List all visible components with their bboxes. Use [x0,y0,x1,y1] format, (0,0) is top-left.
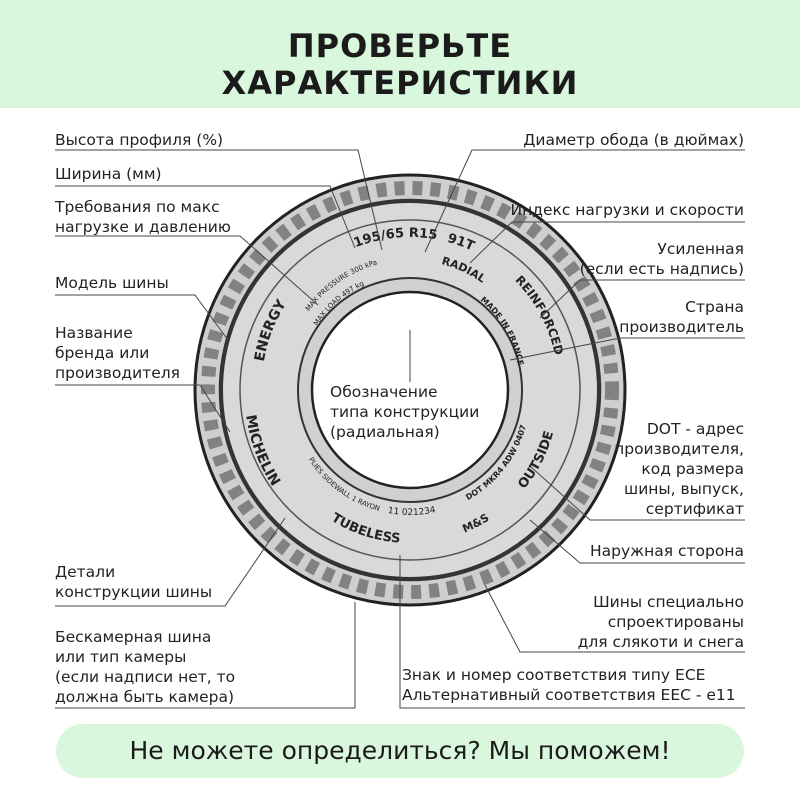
label-dot-line-1: DOT - адрес [646,420,744,438]
label-country-line-1: Страна [685,298,744,316]
label-tubeless-line-2: или тип камеры [55,648,187,666]
label-mud-snow-line-3: для слякоти и снега [577,633,744,651]
label-tubeless-line-1: Бескамерная шина [55,628,212,646]
label-max-load-line-2: нагрузке и давлению [55,218,231,236]
callout-line-width [55,185,356,249]
label-reinforced-line-2: (если есть надпись) [579,260,744,278]
label-rim-diameter: Диаметр обода (в дюймах) [523,131,744,149]
label-brand-line-1: Название [55,324,133,342]
page-title: ПРОВЕРЬТЕ ХАРАКТЕРИСТИКИ [0,28,800,102]
label-ece: Знак и номер соответствия типу ECE Альте… [402,665,736,705]
tire-marking-ece: 11 021234 [387,505,437,518]
tire-sidewall-ring [239,219,581,561]
label-construction-type-line-2: типа конструкции [330,403,480,421]
label-tubeless-line-3: (если надписи нет, то [55,668,236,686]
label-brand-line-3: производителя [55,364,180,382]
label-reinforced: Усиленная (если есть надпись) [580,239,744,279]
label-mud-snow-line-2: спроектированы [607,613,744,631]
callout-line-construction [55,517,286,607]
label-dot-line-5: сертификат [645,500,744,518]
callout-line-profile [55,149,383,251]
label-tubeless: Бескамерная шина или тип камеры (если на… [55,627,235,707]
label-brand: Название бренда или производителя [55,323,180,383]
label-profile-height: Высота профиля (%) [55,131,224,149]
label-construction-type-line-1: Обозначение [330,383,438,401]
label-ece-line-1: Знак и номер соответствия типу ECE [402,666,706,684]
callout-line-ece [399,555,745,709]
callout-lines-right [399,149,745,709]
label-dot-line-3: код размера [641,460,744,478]
label-width: Ширина (мм) [55,165,162,183]
label-mud-snow: Шины специально спроектированы для сляко… [578,592,744,652]
label-ece-line-2: Альтернативный соответствия EEC - e11 [402,686,736,704]
label-dot-line-2: производителя, [614,440,744,458]
label-dot: DOT - адрес производителя, код размера ш… [614,419,744,519]
tire-tread-pattern [201,181,619,599]
label-country: Страна производитель [619,297,744,337]
label-outside: Наружная сторона [589,542,744,560]
callout-line-model [55,294,229,341]
callout-line-ms [484,584,745,653]
label-dot-line-4: шины, выпуск, [624,480,744,498]
label-brand-line-2: бренда или [55,344,150,362]
label-mud-snow-line-1: Шины специально [593,593,744,611]
header-band [0,0,800,108]
tire-tread-inner-line [218,198,602,582]
label-max-load-line-1: Требования по макс [55,198,220,216]
callout-line-outside [529,519,745,564]
callout-line-dot [529,465,745,521]
label-max-load: Требования по макс нагрузке и давлению [55,197,231,237]
title-line-2: ХАРАКТЕРИСТИКИ [221,64,579,102]
label-model: Модель шины [55,274,169,292]
label-construction-line-1: Детали [55,563,116,581]
callout-line-brand [55,384,231,433]
callout-line-rim [424,149,745,253]
callout-lines-left [55,149,411,709]
label-reinforced-line-1: Усиленная [657,240,744,258]
callout-line-max-load [55,235,319,306]
label-construction-line-2: конструкции шины [55,583,213,601]
label-construction: Детали конструкции шины [55,562,212,602]
callout-line-tubeless [55,602,356,709]
label-construction-type-line-3: (радиальная) [330,423,440,441]
footer-cta-text[interactable]: Не можете определиться? Мы поможем! [129,736,671,765]
footer-banner[interactable] [56,724,744,778]
label-construction-type: Обозначение типа конструкции (радиальная… [330,382,490,442]
callout-line-load-speed [469,221,745,264]
title-line-1: ПРОВЕРЬТЕ [287,27,513,65]
callout-line-reinforced [539,279,745,319]
label-tubeless-line-4: должна быть камера) [55,688,234,706]
label-country-line-2: производитель [619,318,744,336]
callout-line-country [509,337,745,361]
label-load-speed-index: Индекс нагрузки и скорости [510,201,745,219]
